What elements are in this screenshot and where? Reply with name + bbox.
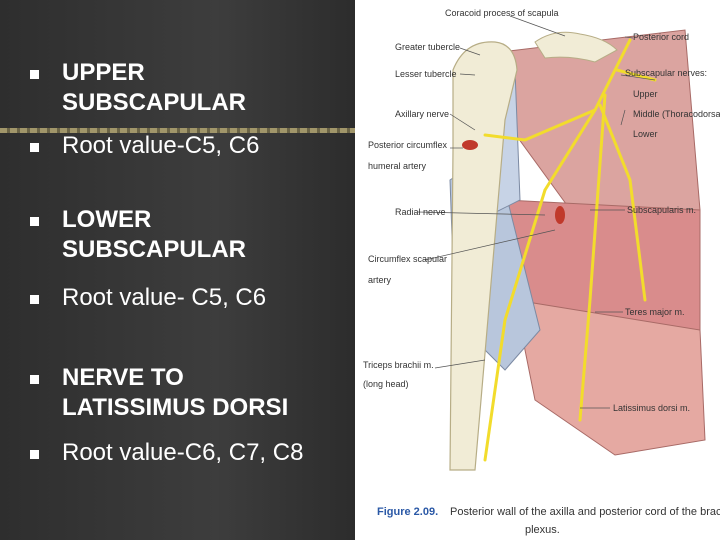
anatomy-illustration: Coracoid process of scapula Greater tube…	[363, 8, 720, 536]
label-circumflex-scapular: Circumflex scapular	[368, 254, 447, 264]
label-posterior-circumflex-artery: humeral artery	[368, 161, 427, 171]
label-greater-tubercle: Greater tubercle	[395, 42, 460, 52]
coracoid-process	[534, 31, 618, 63]
bullet-text-line: SUBSCAPULAR	[62, 236, 247, 263]
bullet-marker	[30, 450, 39, 459]
label-posterior-circumflex: Posterior circumflex	[368, 140, 448, 150]
label-lesser-tubercle: Lesser tubercle	[395, 69, 457, 79]
bullet-text-line: LATISSIMUS DORSI	[62, 394, 289, 421]
bullet-text: Root value- C5, C6	[62, 284, 267, 311]
label-latissimus-dorsi: Latissimus dorsi m.	[613, 403, 690, 413]
caption-line-1: Posterior wall of the axilla and posteri…	[450, 506, 720, 518]
bullet-text: NERVE TO LATISSIMUS DORSI	[62, 363, 362, 423]
radial-nerve	[483, 188, 547, 462]
leader-lines	[417, 15, 656, 409]
bullet-text: UPPER SUBSCAPULAR	[62, 58, 362, 118]
bullet-marker	[30, 70, 39, 79]
bullet-marker	[30, 375, 39, 384]
label-coracoid: Coracoid process of scapula	[445, 8, 559, 18]
bullet-marker	[30, 217, 39, 226]
anatomy-figure: Coracoid process of scapula Greater tube…	[355, 0, 720, 540]
label-upper: Upper	[633, 89, 658, 99]
lower-subscapular-nerve	[598, 103, 647, 302]
caption-line-2: plexus.	[525, 524, 560, 536]
label-triceps: Triceps brachii m.	[363, 360, 434, 370]
bullet-text-line: LOWER	[62, 206, 152, 233]
nerve-group	[483, 38, 657, 462]
bullet-text: Root value-C6, C7, C8	[62, 439, 304, 466]
upper-subscapular-nerve	[615, 68, 657, 82]
label-subscapular-nerves: Subscapular nerves:	[625, 68, 707, 78]
bullet-text-line: NERVE TO	[62, 364, 184, 391]
label-radial-nerve: Radial nerve	[395, 207, 446, 217]
label-teres-major: Teres major m.	[625, 307, 685, 317]
label-posterior-cord: Posterior cord	[633, 32, 689, 42]
label-lower: Lower	[633, 129, 658, 139]
bullet-marker	[30, 295, 39, 304]
posterior-circumflex-artery	[462, 140, 478, 150]
label-subscapularis: Subscapularis m.	[627, 205, 696, 215]
circumflex-scapular-artery	[555, 206, 565, 224]
caption-figure-number: Figure 2.09.	[377, 506, 438, 518]
bullet-marker	[30, 143, 39, 152]
label-circumflex-scapular-artery: artery	[368, 275, 392, 285]
bullet-text-line: SUBSCAPULAR	[62, 89, 247, 116]
label-axillary-nerve: Axillary nerve	[395, 109, 449, 119]
bullet-text-line: UPPER	[62, 59, 145, 86]
decorative-rule	[0, 128, 355, 133]
bullet-text: Root value-C5, C6	[62, 132, 260, 159]
latissimus-dorsi-muscle	[514, 299, 706, 456]
label-triceps-long-head: (long head)	[363, 379, 409, 389]
bullet-text: LOWER SUBSCAPULAR	[62, 205, 362, 265]
label-middle: Middle (Thoracodorsal)	[633, 109, 720, 119]
thoracodorsal-nerve	[578, 93, 607, 422]
axillary-nerve	[483, 108, 597, 142]
